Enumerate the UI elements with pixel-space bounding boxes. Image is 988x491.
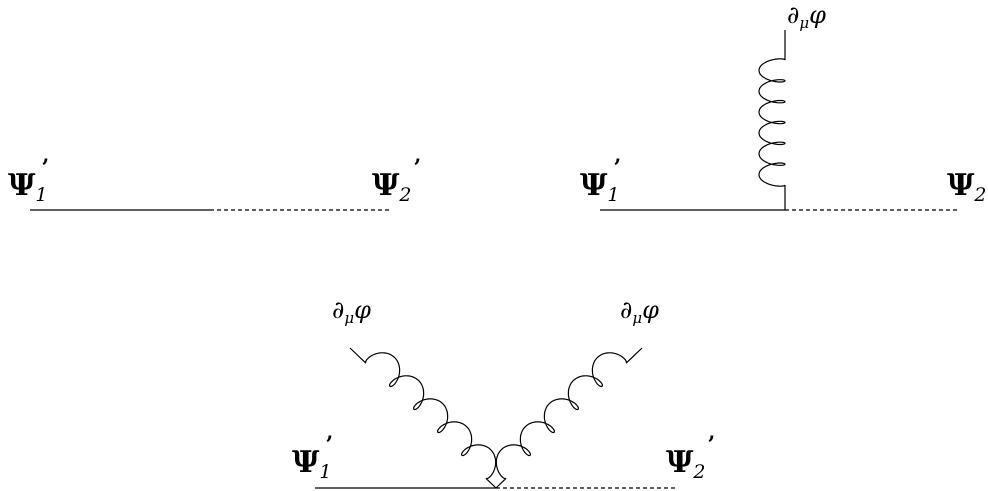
diagram-single-vertex: Ψ1’ Ψ2’ ∂μφ	[580, 1, 988, 211]
diagram-double-vertex: Ψ1’ Ψ2’ ∂μφ ∂μφ	[292, 296, 715, 489]
gluon-coil	[495, 347, 643, 489]
psi-2-label: Ψ2’	[947, 155, 988, 206]
gluon-coil	[349, 347, 497, 489]
d-mu-phi-label-left: ∂μφ	[332, 296, 371, 327]
diagram-propagator: Ψ1’ Ψ2’	[8, 155, 421, 211]
gluon-line-left	[349, 347, 497, 489]
d-mu-phi-label-right: ∂μφ	[620, 296, 659, 327]
d-mu-phi-label: ∂μφ	[787, 1, 826, 32]
psi-2-label: Ψ2’	[372, 155, 421, 206]
gluon-line-right	[495, 347, 643, 489]
psi-2-label: Ψ2’	[666, 432, 715, 483]
gluon-coil	[758, 30, 786, 210]
psi-1-label: Ψ1’	[8, 155, 49, 206]
psi-1-label: Ψ1’	[292, 432, 333, 483]
psi-1-label: Ψ1’	[580, 155, 621, 206]
gluon-line-vertical	[758, 30, 786, 210]
